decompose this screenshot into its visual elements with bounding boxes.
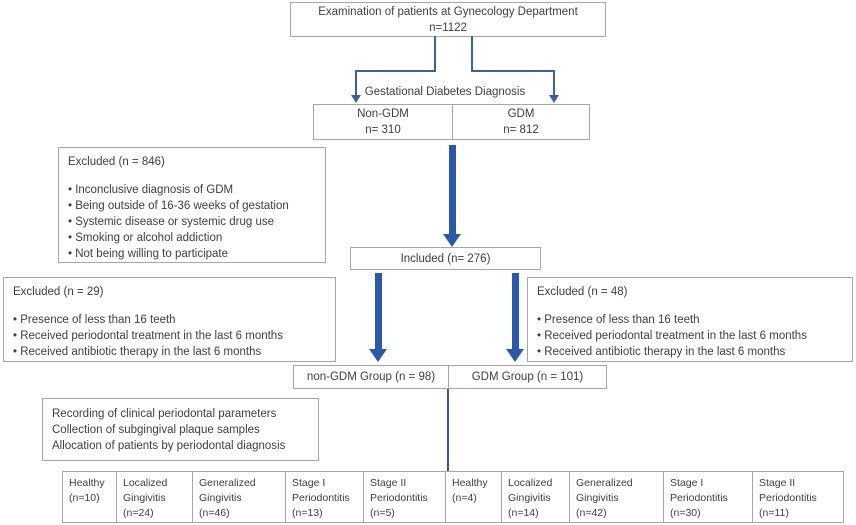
connector-right-horizontal bbox=[471, 70, 555, 72]
connector-right-drop bbox=[553, 70, 555, 96]
excluded-48-title: Excluded (n = 48) bbox=[537, 286, 628, 298]
outcome-cell-stage1-periodontitis-gdm: Stage I Periodontitis (n=30) bbox=[663, 471, 753, 523]
arrowhead-left-icon bbox=[351, 95, 361, 103]
outcome-cell-stage2-periodontitis-gdm: Stage II Periodontitis (n=11) bbox=[752, 471, 844, 523]
connector-left-horizontal bbox=[355, 70, 436, 72]
down-arrow-1-head-icon bbox=[443, 234, 461, 247]
excluded-29-box: Excluded (n = 29) • Presence of less tha… bbox=[3, 277, 336, 362]
excluded-29-title: Excluded (n = 29) bbox=[13, 286, 104, 298]
excluded-29-items: • Presence of less than 16 teeth • Recei… bbox=[13, 314, 283, 358]
procedures-box: Recording of clinical periodontal parame… bbox=[42, 398, 319, 461]
down-arrow-3-head-icon bbox=[506, 349, 524, 362]
down-arrow-2 bbox=[375, 273, 382, 350]
outcome-cell-healthy-nongdm: Healthy (n=10) bbox=[62, 471, 117, 523]
group-to-outcomes-line bbox=[447, 389, 449, 471]
diagnosis-box: Non-GDM n= 310 GDM n= 812 bbox=[313, 104, 590, 140]
connector-left-drop bbox=[355, 70, 357, 96]
excluded-48-box: Excluded (n = 48) • Presence of less tha… bbox=[527, 277, 853, 362]
top-box: Examination of patients at Gynecology De… bbox=[290, 2, 606, 37]
excluded-48-items: • Presence of less than 16 teeth • Recei… bbox=[537, 314, 807, 358]
outcome-cell-stage1-periodontitis-nongdm: Stage I Periodontitis (n=13) bbox=[285, 471, 364, 523]
excluded-846-title: Excluded (n = 846) bbox=[68, 156, 165, 168]
connector-top-right-vertical bbox=[471, 36, 473, 71]
non-gdm-cell: Non-GDM n= 310 bbox=[314, 105, 453, 139]
down-arrow-3 bbox=[512, 273, 519, 350]
outcome-cell-healthy-gdm: Healthy (n=4) bbox=[445, 471, 502, 523]
outcome-cell-stage2-periodontitis-nongdm: Stage II Periodontitis (n=5) bbox=[363, 471, 446, 523]
diagnosis-label: Gestational Diabetes Diagnosis bbox=[364, 86, 526, 98]
outcome-cell-generalized-gingivitis-nongdm: Generalized Gingivitis (n=46) bbox=[192, 471, 286, 523]
down-arrow-2-head-icon bbox=[369, 349, 387, 362]
excluded-846-items: • Inconclusive diagnosis of GDM • Being … bbox=[68, 184, 289, 260]
non-gdm-group-cell: non-GDM Group (n = 98) bbox=[294, 366, 449, 388]
group-box: non-GDM Group (n = 98) GDM Group (n = 10… bbox=[293, 365, 607, 389]
included-box: Included (n= 276) bbox=[350, 247, 541, 270]
outcome-row: Healthy (n=10) Localized Gingivitis (n=2… bbox=[62, 471, 844, 523]
down-arrow-1 bbox=[449, 145, 456, 235]
connector-top-left-vertical bbox=[434, 36, 436, 71]
excluded-846-box: Excluded (n = 846) • Inconclusive diagno… bbox=[58, 147, 326, 263]
gdm-group-cell: GDM Group (n = 101) bbox=[471, 371, 584, 383]
outcome-cell-localized-gingivitis-nongdm: Localized Gingivitis (n=24) bbox=[116, 471, 193, 523]
arrowhead-right-icon bbox=[549, 95, 559, 103]
gdm-cell: GDM n= 812 bbox=[503, 108, 539, 136]
outcome-cell-generalized-gingivitis-gdm: Generalized Gingivitis (n=42) bbox=[569, 471, 664, 523]
outcome-cell-localized-gingivitis-gdm: Localized Gingivitis (n=14) bbox=[501, 471, 570, 523]
